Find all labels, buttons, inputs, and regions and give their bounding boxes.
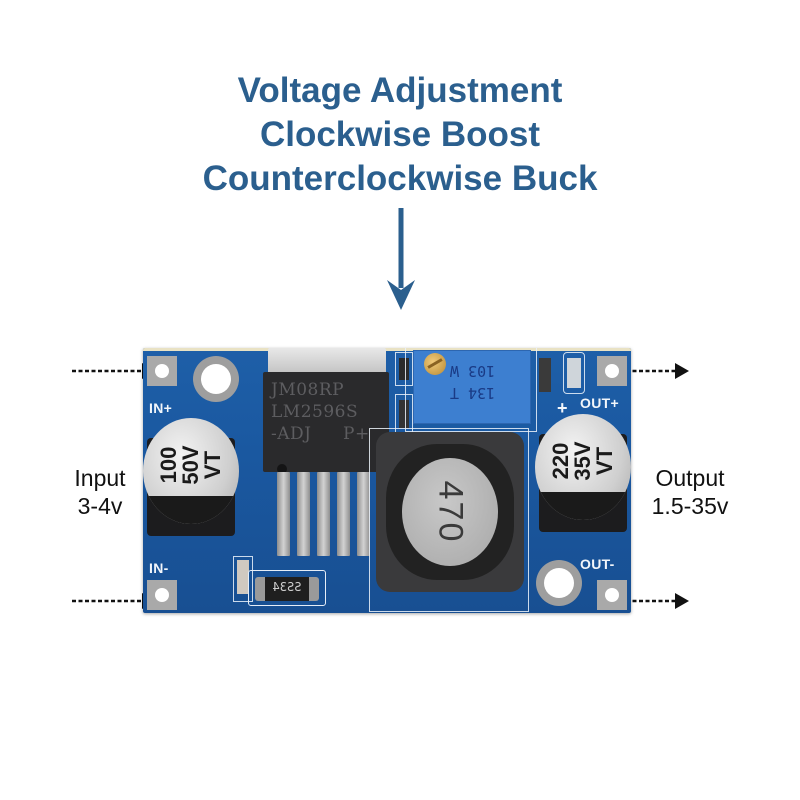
voltage-adjust-potentiometer[interactable]: 103 W 134 T [413, 350, 531, 424]
ic-marking-line3: -ADJ [271, 424, 312, 444]
status-led [567, 358, 581, 388]
input-capacitor-label: 100 50V VT [156, 445, 225, 485]
heading-line-voltage-adjustment: Voltage Adjustment [237, 71, 563, 110]
smd-resistor [399, 358, 409, 380]
pot-marking-line1: 103 W [450, 362, 496, 380]
ic-marking-suffix: P+ [343, 424, 370, 444]
input-label: Input 3-4v [55, 464, 145, 520]
in-plus-pad [147, 356, 177, 386]
silkscreen-out-plus: OUT+ [580, 395, 619, 411]
pot-marking-line2: 134 T [450, 384, 496, 402]
output-voltage-range: 1.5-35v [651, 493, 729, 519]
silkscreen-out-minus: OUT- [580, 556, 615, 572]
heading-line-counterclockwise-buck: Counterclockwise Buck [202, 159, 598, 198]
out-plus-pad [597, 356, 627, 386]
buck-boost-converter-board: IN+ IN- OUT+ OUT- + 100 50V VT JM08RP LM… [143, 348, 631, 613]
ss34-schottky-diode: SS34 [248, 570, 326, 606]
power-inductor: 470 [376, 432, 524, 592]
smd-capacitor [399, 400, 409, 428]
adjust-screw-icon[interactable] [424, 353, 446, 375]
input-capacitor: 100 50V VT [143, 418, 239, 536]
out-minus-pad [597, 580, 627, 610]
silkscreen-in-minus: IN- [149, 560, 169, 576]
diode-label: SS34 [272, 580, 302, 594]
silkscreen-in-plus: IN+ [149, 400, 173, 416]
ic-marking-line1: JM08RP [271, 380, 345, 400]
lm2596-regulator-ic: JM08RP LM2596S -ADJ P+ [263, 348, 393, 556]
output-label: Output 1.5-35v [630, 464, 750, 520]
output-title: Output [655, 465, 725, 491]
input-voltage-range: 3-4v [77, 493, 123, 519]
input-title: Input [74, 465, 126, 491]
inductor-label: 470 [431, 480, 470, 544]
output-capacitor: 220 35V VT [535, 414, 631, 532]
mounting-hole-bottom-right [536, 560, 582, 606]
smd-resistor-2 [539, 358, 551, 392]
smd-resistor-3 [237, 560, 249, 594]
down-arrow-icon [387, 208, 415, 310]
in-minus-pad [147, 580, 177, 610]
ic-marking-line2: LM2596S [271, 402, 359, 422]
heading-line-clockwise-boost: Clockwise Boost [259, 115, 541, 154]
output-capacitor-label: 220 35V VT [548, 441, 617, 481]
silkscreen-polarity-plus: + [557, 398, 568, 418]
mounting-hole-top-left [193, 356, 239, 402]
